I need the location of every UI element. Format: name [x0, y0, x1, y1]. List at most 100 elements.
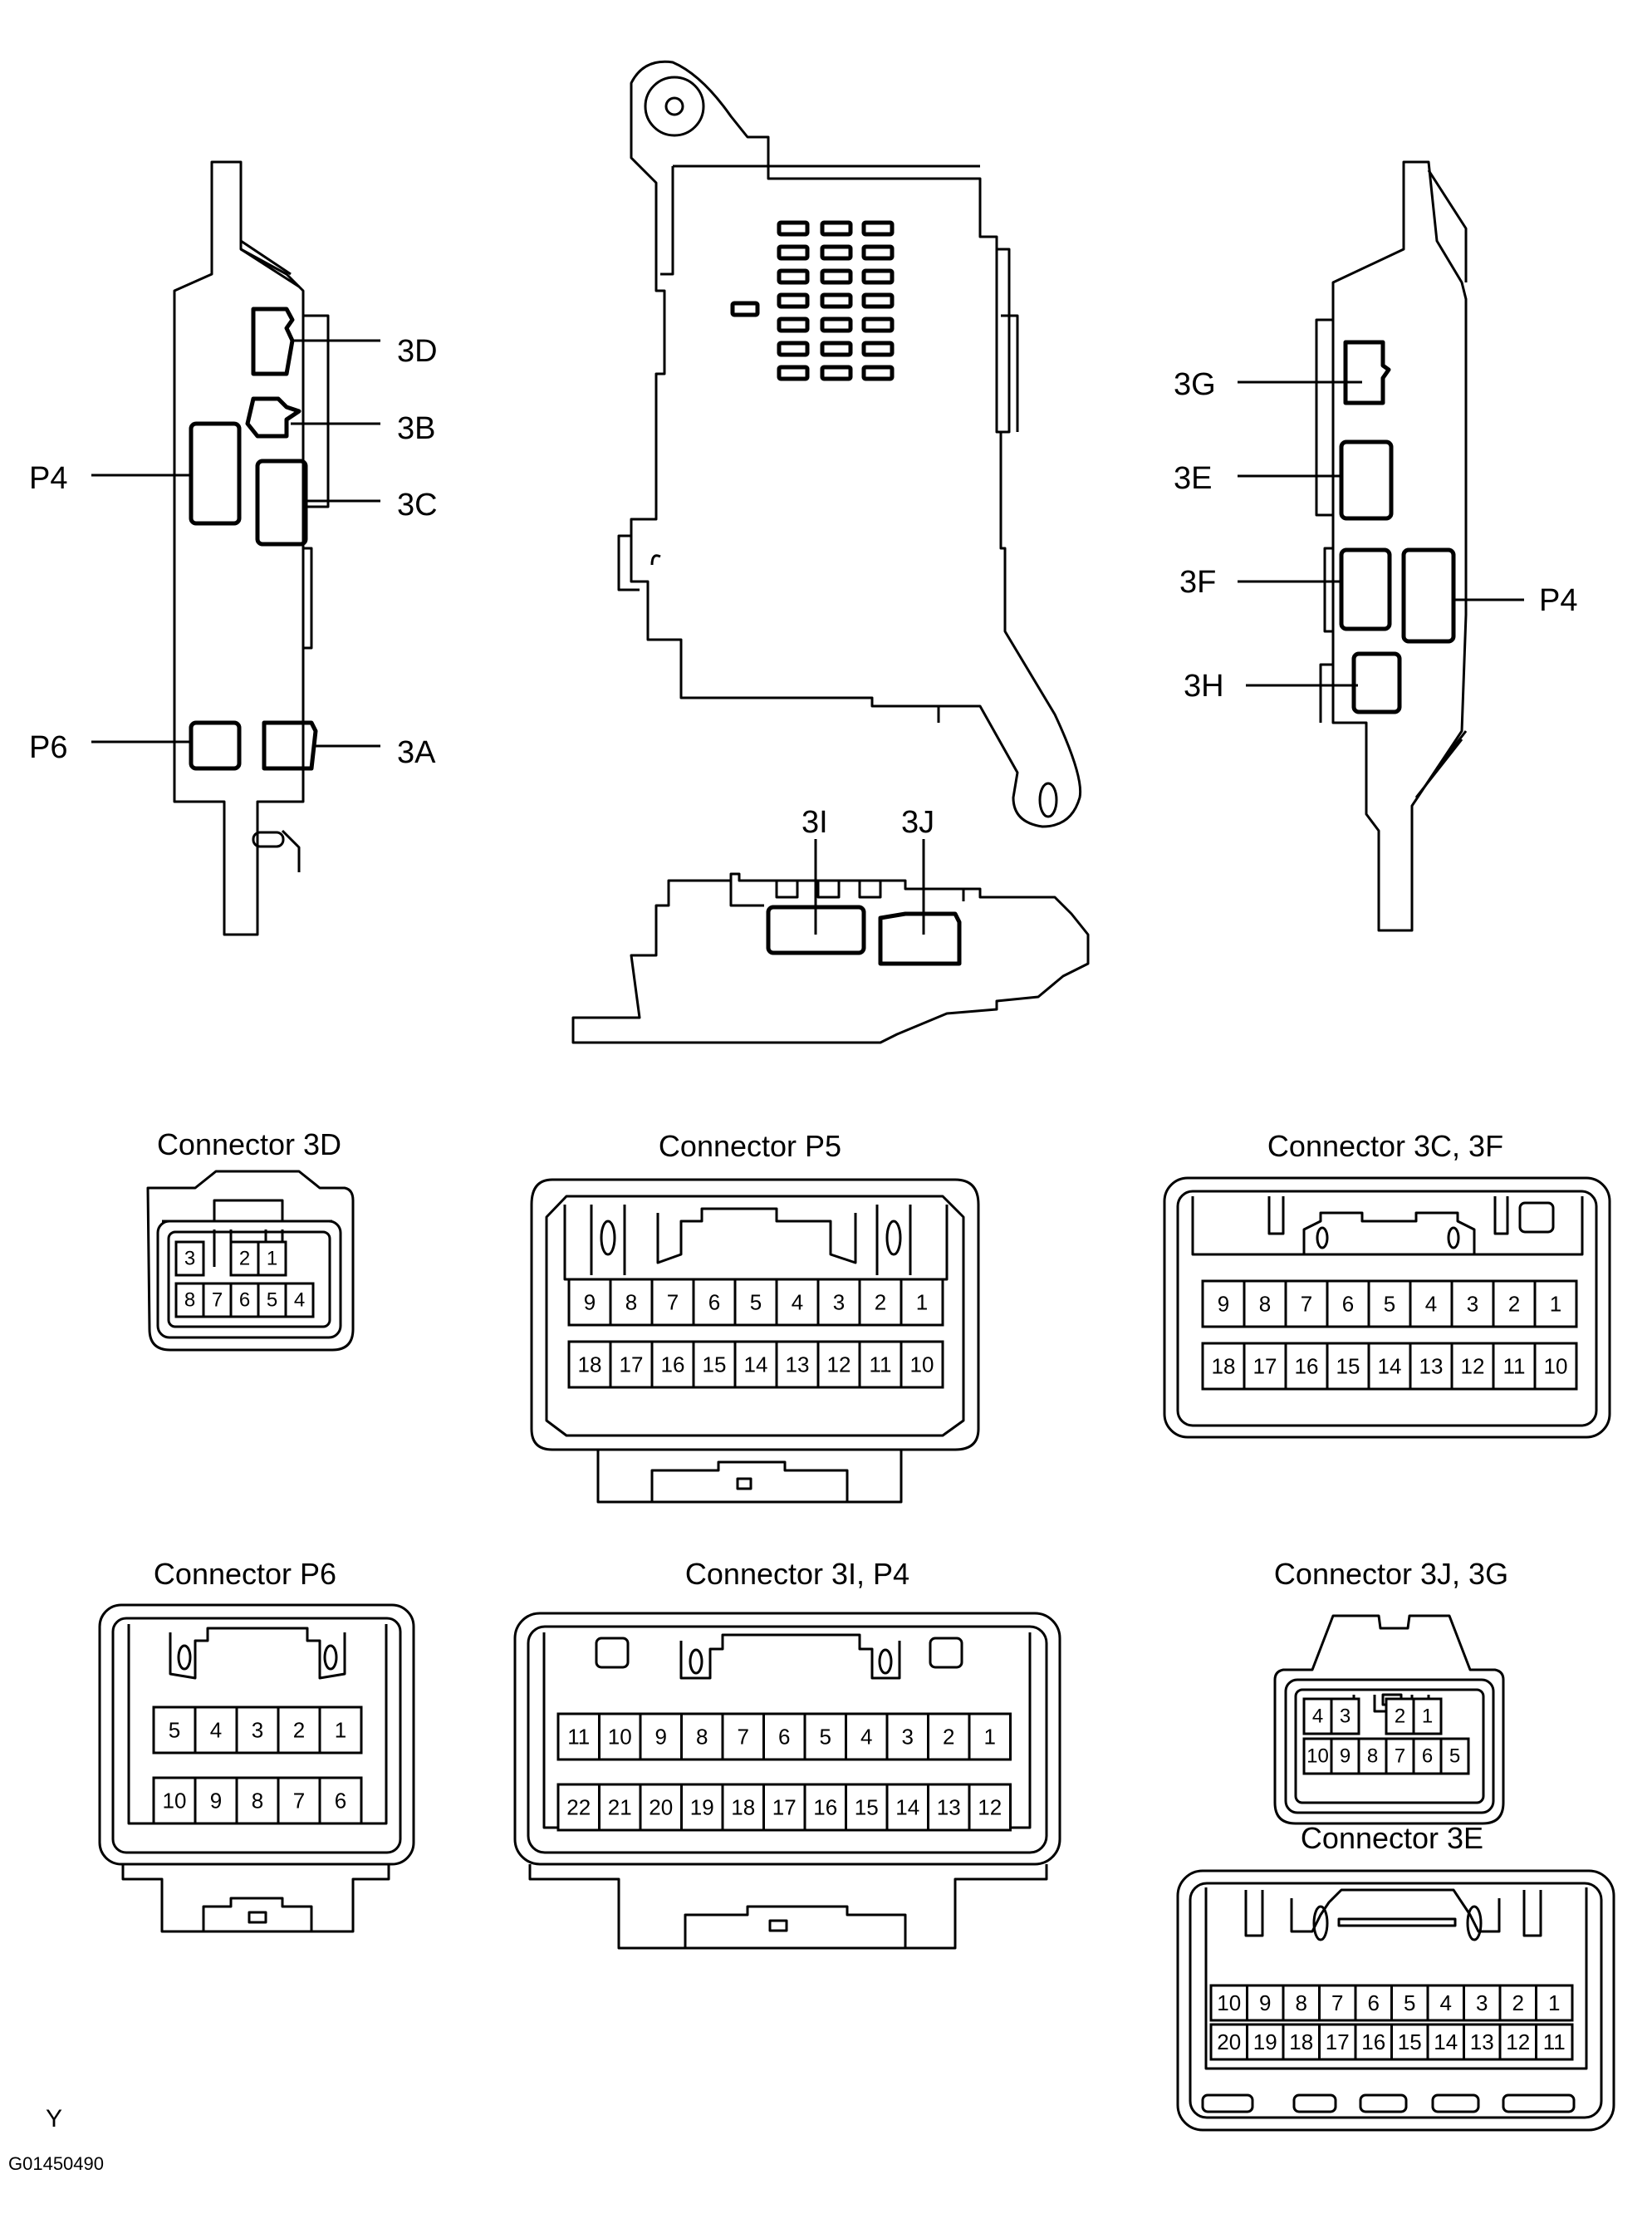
pin-number: 6 [1422, 1745, 1433, 1768]
pin-cell [1326, 1342, 1370, 1391]
pin-cell [650, 1340, 695, 1389]
pin-number: 2 [943, 1725, 954, 1750]
pin-number: 12 [827, 1352, 851, 1377]
pin-cell [1390, 1984, 1429, 2022]
pin-number: 14 [744, 1352, 768, 1377]
pin-cell [1498, 2023, 1537, 2061]
pin-number: 12 [978, 1795, 1002, 1820]
pin-cell [1412, 1697, 1443, 1735]
pin-number: 4 [210, 1718, 222, 1743]
pin-cell [1330, 1737, 1360, 1775]
pin-number: 14 [1434, 2029, 1458, 2054]
pin-cell [927, 1783, 971, 1832]
pin-cell [1201, 1279, 1246, 1328]
connector-3j-3g-title: Connector 3J, 3G [1274, 1557, 1508, 1591]
pin-number: 8 [625, 1290, 637, 1315]
fuse-slot [820, 317, 853, 333]
pin-cell [1535, 1984, 1574, 2022]
pin-cell [1426, 1984, 1465, 2022]
pin-number: 11 [870, 1352, 892, 1377]
pin-cell [1450, 1342, 1495, 1391]
pin-cell [229, 1240, 260, 1277]
pin-number: 3 [833, 1290, 845, 1315]
right-side-view: 3G 3E 3F P4 3H [1174, 160, 1577, 932]
pin-number: 5 [750, 1290, 762, 1315]
pin-cell [845, 1712, 889, 1761]
footer-code: G01450490 [8, 2153, 104, 2174]
pin-cell [567, 1340, 612, 1389]
pin-number: 17 [620, 1352, 644, 1377]
pin-number: 4 [1425, 1292, 1437, 1317]
pin-cell [1533, 1279, 1578, 1328]
bottom-label-3i: 3I [801, 805, 828, 840]
pin-number: 7 [212, 1289, 223, 1312]
left-label-3b: 3B [397, 411, 435, 446]
pin-number: 14 [1378, 1354, 1402, 1379]
pin-number: 5 [820, 1725, 831, 1750]
connector-3i-p4-title: Connector 3I, P4 [685, 1557, 909, 1591]
pin-cell [1201, 1342, 1246, 1391]
fuse-slot [820, 220, 853, 237]
pin-number: 7 [1331, 1990, 1343, 2015]
pin-cell [1533, 1342, 1578, 1391]
pin-cell [1354, 1984, 1393, 2022]
pin-number: 2 [1512, 1990, 1524, 2015]
pin-number: 15 [1398, 2029, 1422, 2054]
pin-number: 10 [163, 1789, 187, 1813]
fuse-slot [777, 244, 810, 261]
pin-number: 22 [566, 1795, 591, 1820]
pin-number: 11 [567, 1725, 590, 1750]
pin-number: 1 [1548, 1990, 1560, 2015]
pin-cell [1209, 1984, 1248, 2022]
pin-number: 8 [696, 1725, 708, 1750]
pin-number: 17 [1326, 2029, 1350, 2054]
pin-cell [900, 1278, 944, 1327]
connector-p5-title: Connector P5 [659, 1129, 841, 1163]
pin-cell [762, 1712, 806, 1761]
pin-number: 3 [252, 1718, 263, 1743]
pin-number: 13 [1470, 2029, 1494, 2054]
pin-cell [845, 1783, 889, 1832]
pin-number: 15 [1336, 1354, 1360, 1379]
pin-cell [968, 1783, 1012, 1832]
pin-cell [318, 1776, 363, 1825]
pin-number: 12 [1506, 2029, 1530, 2054]
connector-p6-title: Connector P6 [154, 1557, 336, 1591]
pin-cell [1246, 2023, 1285, 2061]
pin-number: 18 [1212, 1354, 1236, 1379]
pin-cell [609, 1340, 654, 1389]
pin-number: 9 [655, 1725, 667, 1750]
pin-number: 19 [690, 1795, 714, 1820]
pin-cell [1302, 1737, 1333, 1775]
pin-number: 15 [855, 1795, 879, 1820]
pin-number: 4 [1440, 1990, 1452, 2015]
pin-number: 16 [1295, 1354, 1319, 1379]
footer-mark: Y [46, 2105, 62, 2132]
connector-3e-title: Connector 3E [1301, 1821, 1483, 1855]
pin-number: 11 [1503, 1354, 1526, 1379]
left-label-p6: P6 [29, 730, 67, 765]
pin-number: 2 [1508, 1292, 1520, 1317]
fuse-slot [777, 268, 810, 285]
connector-3c-3f-title: Connector 3C, 3F [1267, 1129, 1503, 1163]
pin-number: 7 [293, 1789, 305, 1813]
pin-cell [968, 1712, 1012, 1761]
pin-number: 7 [1301, 1292, 1312, 1317]
pin-cell [680, 1712, 724, 1761]
pin-number: 11 [1543, 2029, 1566, 2054]
pin-number: 18 [578, 1352, 602, 1377]
pin-number: 14 [895, 1795, 919, 1820]
pin-number: 6 [778, 1725, 790, 1750]
pin-cell [1330, 1697, 1360, 1735]
pin-number: 9 [210, 1789, 222, 1813]
left-label-3d: 3D [397, 334, 438, 369]
fuse-slot [777, 365, 810, 381]
pin-number: 2 [293, 1718, 305, 1743]
